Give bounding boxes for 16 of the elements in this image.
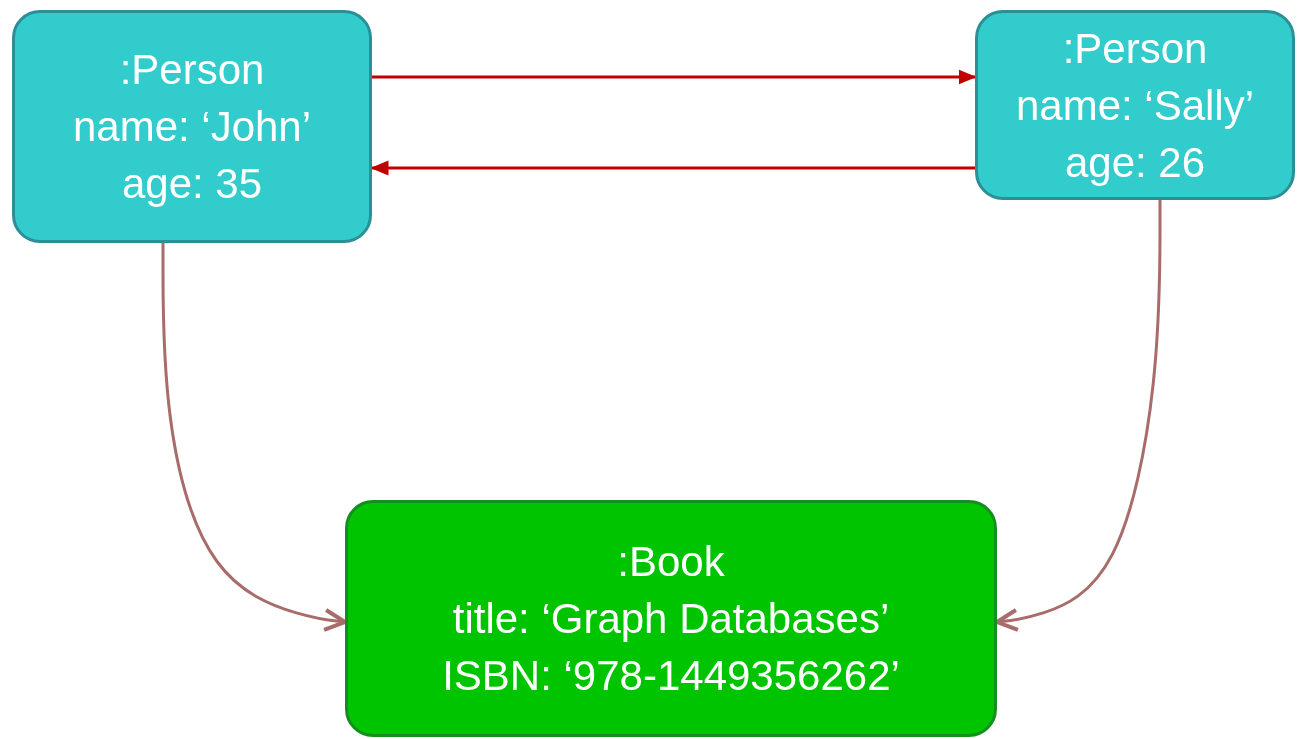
arrow	[370, 160, 975, 176]
arrow	[372, 69, 977, 85]
book-node	[345, 500, 997, 737]
property-text: age: 35	[121, 159, 263, 209]
arrow	[161, 243, 347, 632]
property-text: name: ‘John’	[72, 102, 312, 152]
node-type-label: :Person	[1062, 23, 1208, 74]
node-type-label: :Book	[617, 537, 725, 587]
person-node	[975, 10, 1295, 200]
property-text: title: ‘Graph Databases’	[452, 594, 890, 644]
arrow	[995, 200, 1162, 632]
person-node	[12, 10, 372, 243]
property-text: age: 26	[1064, 137, 1206, 188]
property-text: name: ‘Sally’	[1015, 80, 1255, 131]
property-text: ISBN: ‘978-1449356262’	[442, 651, 900, 701]
node-type-label: :Person	[119, 45, 265, 95]
